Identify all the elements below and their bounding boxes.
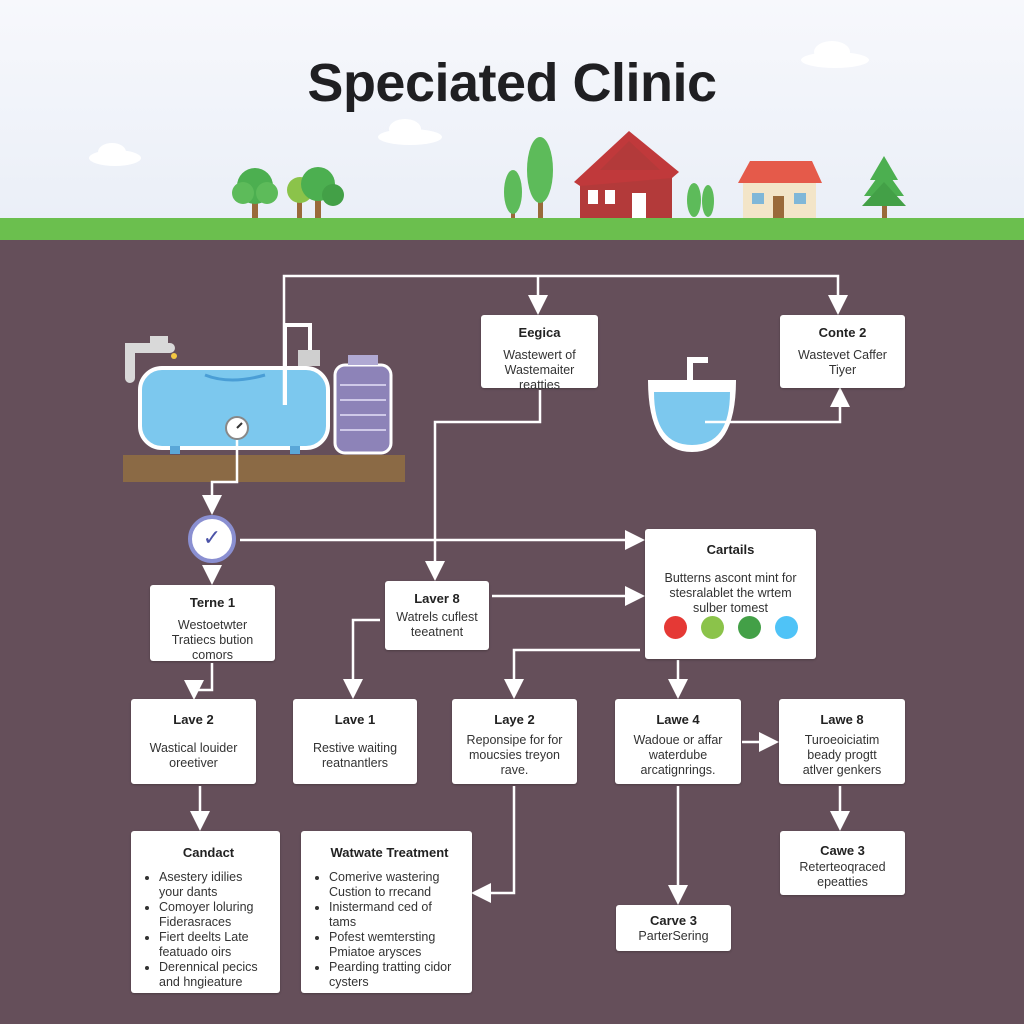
tree-icon: [687, 183, 714, 217]
node-title: Eegica: [518, 325, 561, 340]
bullet-list: Asestery idilies your dants Comoyer lolu…: [147, 870, 270, 990]
node-watwate-treatment: Watwate Treatment Comerive wastering Cus…: [301, 831, 472, 993]
pine-tree-icon: [862, 156, 906, 219]
node-title: Cartails: [706, 542, 755, 557]
tree-icon: [301, 167, 344, 219]
platform: [123, 455, 405, 482]
list-item: Asestery idilies your dants: [159, 870, 270, 900]
check-circle-icon: ✓: [188, 515, 236, 563]
node-title: Laver 8: [414, 591, 460, 606]
node-candact: Candact Asestery idilies your dants Como…: [131, 831, 280, 993]
node-title: Watwate Treatment: [330, 845, 449, 860]
node-carve-3: Carve 3 ParterSering: [616, 905, 731, 951]
node-title: Carve 3: [650, 913, 697, 928]
cloud-icon: [378, 119, 442, 145]
node-title: Terne 1: [189, 595, 236, 610]
tree-icon: [232, 168, 278, 219]
list-item: Pearding tratting cidor cysters: [329, 960, 462, 990]
green-dot-icon: [738, 616, 761, 639]
node-title: Candact: [182, 845, 235, 860]
water-bowl-icon: [648, 357, 736, 452]
blue-dot-icon: [775, 616, 798, 639]
node-title: Lawe 4: [656, 712, 700, 727]
list-item: Fiert deelts Late featuado oirs: [159, 930, 270, 960]
bullet-list: Comerive wastering Custion to rrecand In…: [317, 870, 462, 990]
node-title: Lave 1: [334, 712, 376, 727]
faucet-icon: [125, 336, 177, 383]
filter-unit-icon: [333, 355, 393, 455]
list-item: Derennical pecics and hngieature: [159, 960, 270, 990]
grass-strip: [0, 218, 1024, 240]
node-title: Laye 2: [494, 712, 535, 727]
lime-dot-icon: [701, 616, 724, 639]
red-dot-icon: [664, 616, 687, 639]
cloud-icon: [89, 143, 141, 166]
house-icon: [738, 161, 822, 219]
node-title: Conte 2: [818, 325, 867, 340]
cloud-icon: [801, 41, 869, 68]
node-title: Lave 2: [173, 712, 214, 727]
list-item: Comoyer loluring Fiderasraces: [159, 900, 270, 930]
status-dots: [664, 616, 798, 639]
water-tank-icon: [138, 366, 330, 454]
list-item: Pofest wemtersting Pmiatoe arysces: [329, 930, 462, 960]
tree-icon: [504, 170, 522, 219]
node-title: Cawe 3: [820, 843, 865, 858]
node-title: Lawe 8: [820, 712, 864, 727]
landscape-illustration: [89, 41, 906, 219]
list-item: Comerive wastering Custion to rrecand: [329, 870, 462, 900]
page-title: Speciated Clinic: [307, 53, 717, 113]
list-item: Inistermand ced of tams: [329, 900, 462, 930]
barn-icon: [574, 131, 679, 219]
gauge-icon: [225, 416, 249, 440]
tree-icon: [527, 137, 553, 219]
